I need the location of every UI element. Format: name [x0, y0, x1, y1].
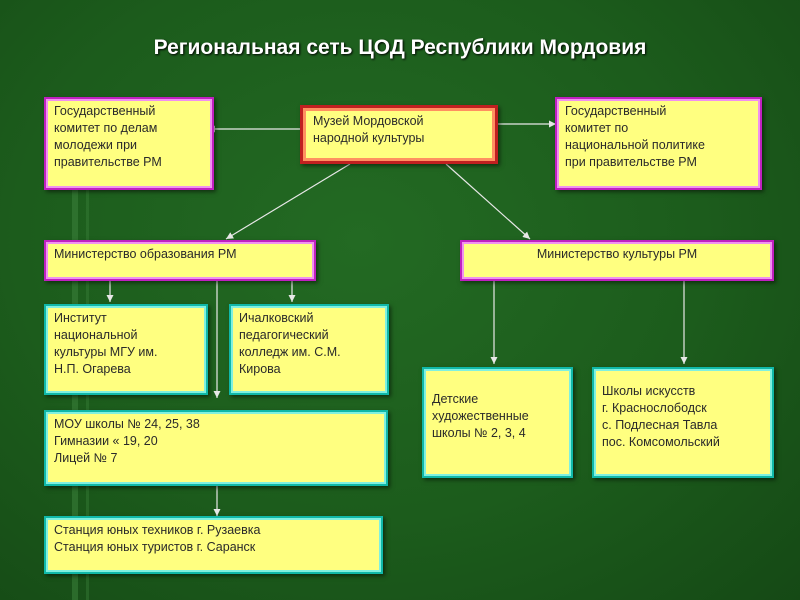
- art-schools-node: Школы искусств г. Краснослободск с. Подл…: [592, 367, 774, 478]
- connector-museum-min-culture: [445, 163, 531, 240]
- min-education-node: Министерство образования РМ: [44, 240, 316, 281]
- schools-node: МОУ школы № 24, 25, 38 Гимназии « 19, 20…: [44, 410, 388, 486]
- connector-museum-min-education: [225, 163, 351, 240]
- college-node: Ичалковский педагогический колледж им. С…: [229, 304, 389, 395]
- youth-committee-node: Государственный комитет по делам молодеж…: [44, 97, 214, 190]
- min-culture-node: Министерство культуры РМ: [460, 240, 774, 281]
- page-title: Региональная сеть ЦОД Республики Мордови…: [153, 36, 647, 59]
- institute-node: Институт национальной культуры МГУ им. Н…: [44, 304, 208, 395]
- national-committee-node: Государственный комитет по национальной …: [555, 97, 762, 190]
- stations-node: Станция юных техников г. Рузаевка Станци…: [44, 516, 383, 574]
- museum-node: Музей Мордовской народной культуры: [300, 105, 498, 164]
- children-art-schools-node: Детские художественные школы № 2, 3, 4: [422, 367, 573, 478]
